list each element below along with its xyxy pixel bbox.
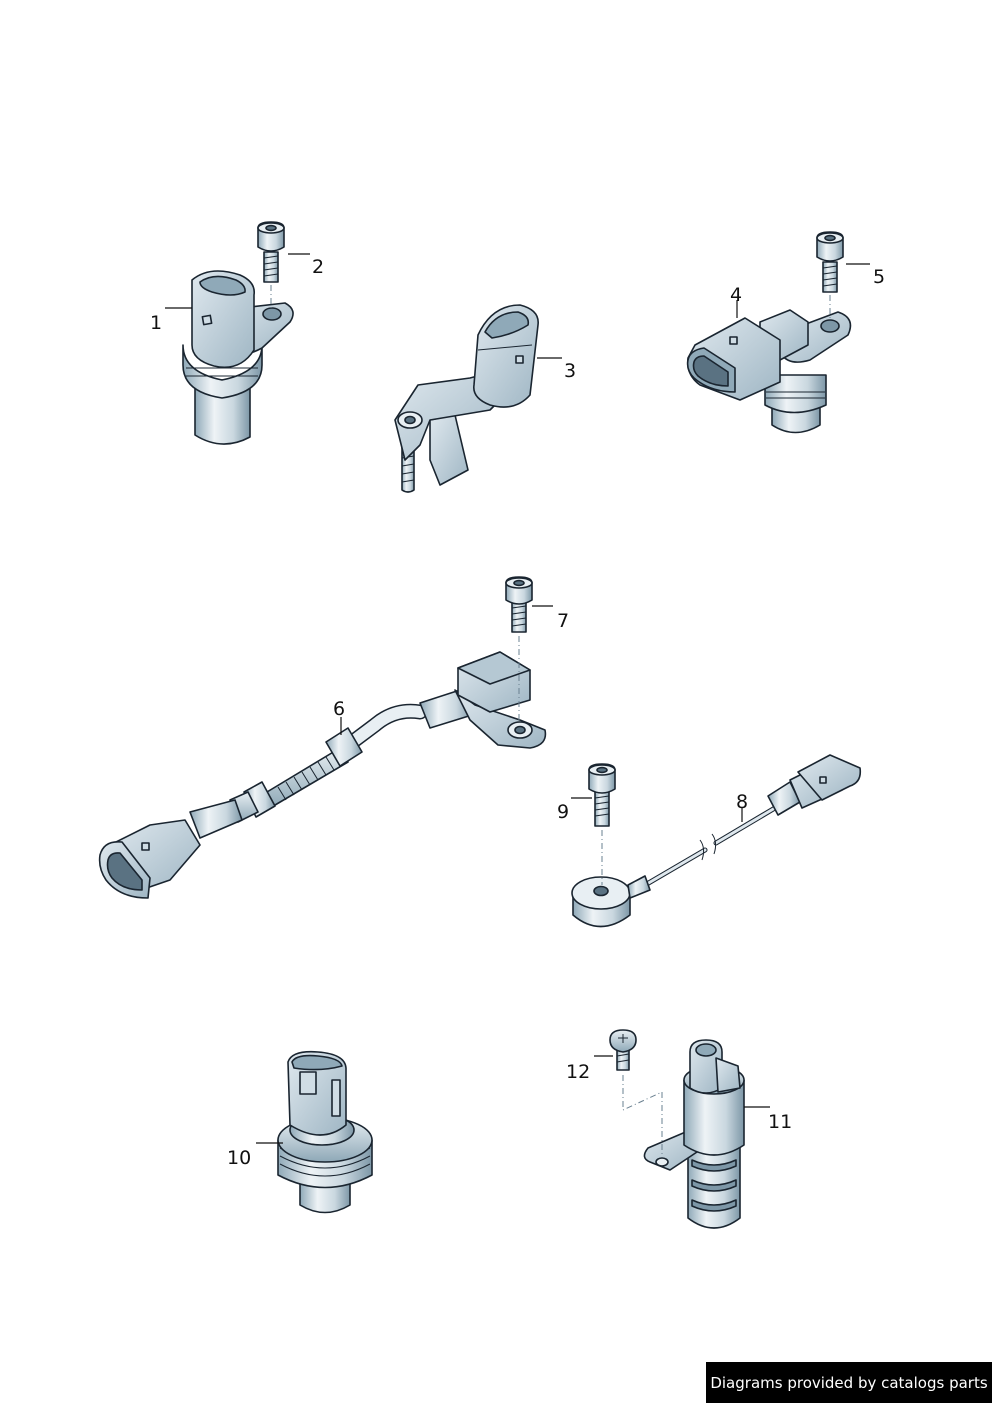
callout-12: 12 [566, 1061, 590, 1083]
callout-5: 5 [873, 266, 885, 288]
part-9-bolt [588, 763, 616, 885]
part-10-pressure-switch [277, 1050, 373, 1214]
callout-labels: 1 2 3 4 5 6 7 8 9 10 11 12 [150, 256, 885, 1169]
part-11-solenoid-valve [643, 1039, 745, 1229]
part-5-bolt [816, 231, 844, 318]
part-7-bolt [505, 576, 533, 722]
part-2-bolt [257, 221, 285, 310]
callout-6: 6 [333, 698, 345, 720]
callout-1: 1 [150, 312, 162, 334]
callout-10: 10 [227, 1147, 251, 1169]
callout-3: 3 [564, 360, 576, 382]
part-8-knock-sensor [571, 754, 862, 928]
part-1-sensor [182, 270, 294, 445]
part-3-sensor [394, 304, 539, 493]
part-6-harness-sensor [98, 651, 547, 899]
callout-9: 9 [557, 801, 569, 823]
part-4-sensor [686, 309, 852, 434]
callout-4: 4 [730, 284, 742, 306]
footer-credit: Diagrams provided by catalogs parts [706, 1362, 992, 1403]
leader-lines [165, 253, 870, 1144]
callout-7: 7 [557, 610, 569, 632]
callout-11: 11 [768, 1111, 792, 1133]
part-12-screw [609, 1029, 663, 1155]
callout-8: 8 [736, 791, 748, 813]
callout-2: 2 [312, 256, 324, 278]
